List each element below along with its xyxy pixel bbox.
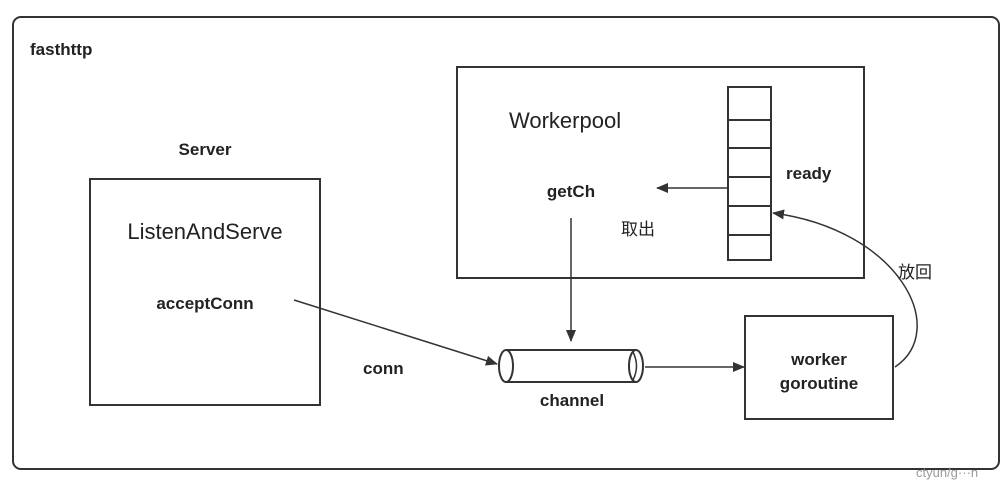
workerpool-box bbox=[456, 66, 865, 279]
server-box bbox=[89, 178, 321, 406]
watermark: ctyun/g···n bbox=[916, 465, 979, 480]
fasthttp-label: fasthttp bbox=[30, 40, 93, 59]
conn-label: conn bbox=[363, 359, 404, 378]
server-title: ListenAndServe bbox=[127, 219, 283, 244]
fasthttp-frame bbox=[12, 16, 1000, 470]
worker-label-line2: goroutine bbox=[779, 374, 859, 393]
arrow-return bbox=[772, 209, 918, 368]
channel-label: channel bbox=[539, 391, 605, 410]
getch-label: getCh bbox=[546, 182, 596, 201]
server-caption: Server bbox=[178, 140, 232, 159]
ready-queue bbox=[727, 86, 772, 261]
return-label: 放回 bbox=[898, 263, 932, 283]
arrow-accept-to-channel bbox=[293, 299, 498, 366]
workerpool-title: Workerpool bbox=[509, 108, 622, 133]
ready-label: ready bbox=[786, 164, 832, 183]
worker-box bbox=[744, 315, 894, 420]
take-label: 取出 bbox=[621, 220, 655, 240]
accept-conn-label: acceptConn bbox=[156, 294, 254, 313]
worker-label-line1: worker bbox=[791, 350, 847, 369]
channel-pipe bbox=[498, 349, 644, 383]
